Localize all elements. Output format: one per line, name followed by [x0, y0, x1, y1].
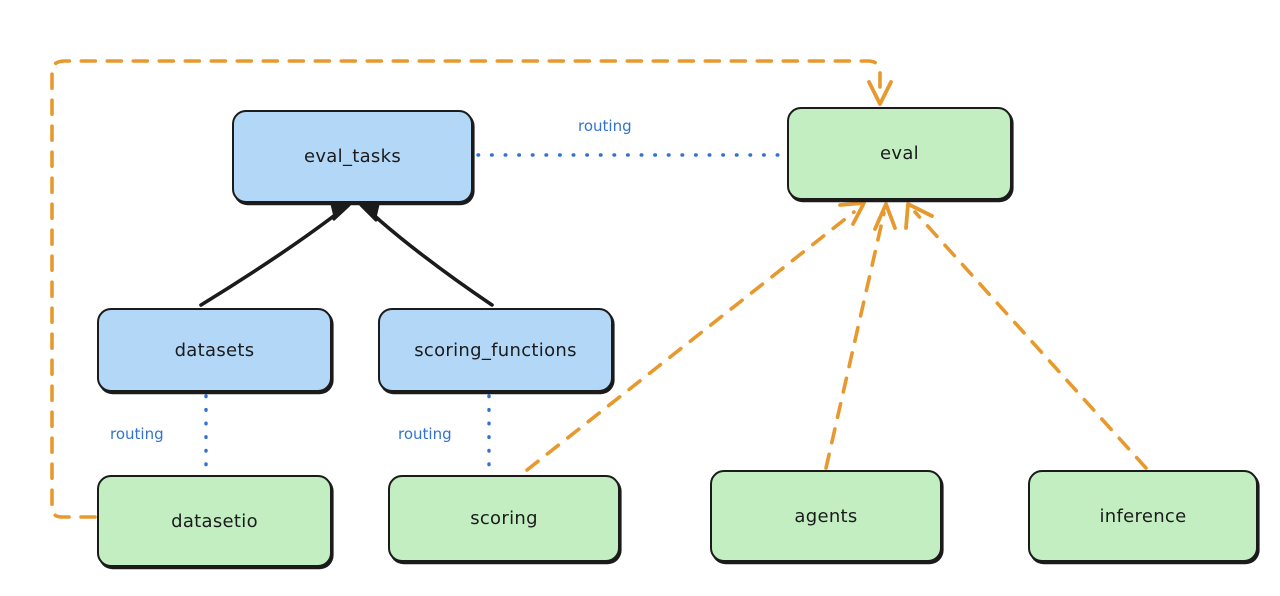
node-label-inference: inference — [1099, 505, 1187, 527]
node-label-eval-tasks: eval_tasks — [303, 146, 402, 167]
node-label-eval: eval — [880, 143, 919, 164]
node-label-agents: agents — [794, 505, 858, 527]
edge-scoring_functions-eval_tasks — [359, 196, 494, 307]
edge-inference-eval — [904, 202, 1148, 470]
node-eval[interactable]: eval — [787, 107, 1012, 200]
node-eval-tasks[interactable]: eval_tasks — [232, 110, 473, 203]
edge-agents-eval — [824, 202, 897, 470]
node-label-scoring-functions: scoring_functions — [414, 339, 577, 361]
edge-label-routing-eval-tasks: routing — [578, 117, 632, 135]
node-scoring-functions[interactable]: scoring_functions — [378, 308, 613, 392]
edge-datasets-eval_tasks — [199, 196, 351, 307]
node-datasets[interactable]: datasets — [97, 308, 332, 392]
node-agents[interactable]: agents — [710, 470, 942, 562]
node-label-datasetio: datasetio — [171, 510, 258, 532]
node-datasetio[interactable]: datasetio — [97, 475, 332, 567]
node-inference[interactable]: inference — [1028, 470, 1258, 562]
edge-label-routing-scoring-functions: routing — [398, 425, 452, 443]
node-label-scoring: scoring — [470, 508, 538, 529]
node-label-datasets: datasets — [174, 339, 255, 361]
node-scoring[interactable]: scoring — [388, 475, 620, 562]
edge-label-routing-datasets: routing — [110, 425, 164, 443]
